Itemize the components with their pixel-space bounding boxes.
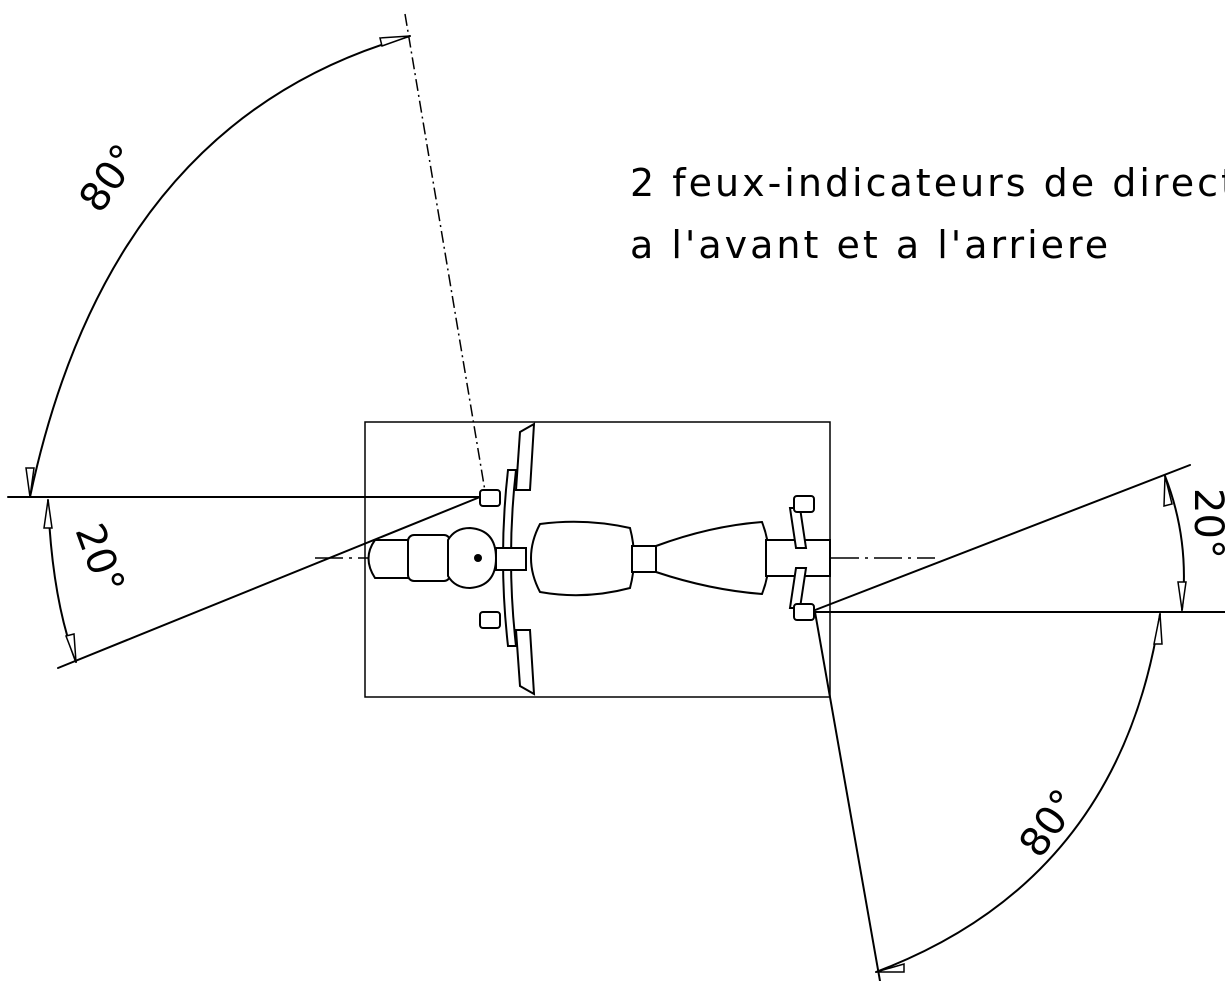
fairing	[407, 534, 451, 582]
front-80deg-label: 80°	[71, 136, 149, 220]
rear-left-indicator	[793, 495, 815, 513]
right-mirror	[514, 629, 536, 696]
caption-line-1: 2 feux-indicateurs de direct	[630, 161, 1225, 205]
seat	[655, 520, 770, 596]
rear-20deg-label: 20°	[1185, 488, 1225, 559]
rear-20deg-line	[809, 464, 1191, 613]
arc-arrowhead	[1177, 581, 1187, 611]
front-80deg-line	[404, 13, 487, 498]
headlamp-center	[474, 554, 482, 562]
motorcycle-top-view	[367, 422, 831, 696]
rear-80deg-label: 80°	[1011, 781, 1089, 865]
front-20deg-label: 20°	[66, 518, 133, 600]
arc-arrowhead	[379, 35, 411, 47]
arc-arrowhead	[1163, 475, 1173, 507]
arc-arrowhead	[43, 499, 53, 529]
front-80deg-arc	[29, 35, 411, 498]
front-right-indicator	[479, 611, 501, 629]
arc-arrowhead	[875, 963, 905, 973]
arc-arrowhead	[25, 467, 35, 498]
headlamp-housing	[447, 526, 498, 590]
front-20deg-line	[57, 496, 481, 669]
rear-80deg-line	[814, 611, 881, 981]
steering-neck	[495, 547, 527, 571]
rear-80deg-arc	[875, 613, 1161, 973]
fuel-tank	[530, 520, 635, 597]
front-fender	[367, 539, 411, 579]
rear-right-indicator	[793, 603, 815, 621]
frame-connector	[631, 545, 657, 573]
left-mirror	[514, 422, 536, 491]
front-left-indicator	[479, 489, 501, 507]
arc-arrowhead	[64, 633, 77, 663]
arc-arrowhead	[1153, 613, 1163, 645]
caption-line-2: a l'avant et a l'arriere	[630, 223, 1111, 267]
